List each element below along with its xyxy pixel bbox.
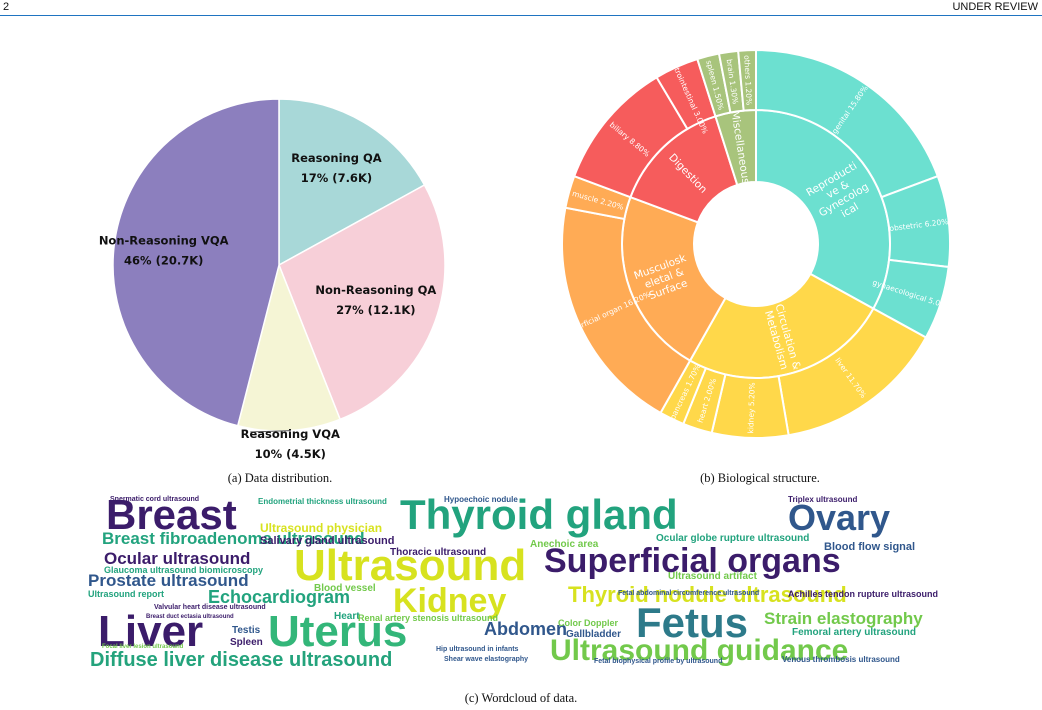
pie-value-reasoning-qa: 17% (7.6K) <box>301 171 372 185</box>
caption-a: (a) Data distribution. <box>227 471 333 485</box>
wordcloud-word: Fetal biophysical profile by ultrasound <box>594 658 723 665</box>
wordcloud-word: Blood vessel <box>314 583 376 594</box>
wordcloud-word: Superficial organs <box>544 542 841 580</box>
wordcloud-word: Thyroid gland <box>400 492 678 538</box>
pie-leader-line <box>250 430 290 433</box>
caption-c: (c) Wordcloud of data. <box>464 691 578 705</box>
wordcloud-word: Hip ultrasound in infants <box>436 646 519 653</box>
wordcloud-word: Ocular ultrasound <box>104 549 251 568</box>
wordcloud-word: Ovary <box>788 497 891 538</box>
wordcloud-word: Focal liver lesion ultrasound <box>102 644 184 650</box>
wordcloud-word: Hypoechoic nodule <box>444 495 518 504</box>
wordcloud-word: Diffuse liver disease ultrasound <box>90 649 393 670</box>
pie-value-non-reasoning-vqa: 46% (20.7K) <box>124 253 203 267</box>
wordcloud-word: Ultrasound physician <box>260 521 383 535</box>
sunburst-outer-others-1-20 <box>737 48 757 112</box>
wordcloud-word: Ultrasound <box>294 541 527 590</box>
wordcloud-word: Blood flow signal <box>824 541 916 553</box>
pie-label-reasoning-vqa: Reasoning VQA <box>241 427 340 441</box>
wordcloud-word: Prostate ultrasound <box>88 571 249 590</box>
running-title: UNDER REVIEW <box>952 1 1038 13</box>
sunburst-outer-label-kidney-5-20: kidney 5.20% <box>746 382 757 433</box>
wordcloud-word: Glaucoma ultrasound biomicroscopy <box>104 565 264 575</box>
wordcloud-word: Heart <box>334 611 360 622</box>
wordcloud-word: Salivary gland ultrasound <box>260 535 395 547</box>
wordcloud-word: Achilles tendon rupture ultrasound <box>788 589 939 599</box>
header-rule <box>0 15 1042 16</box>
pie-slice-non-reasoning-qa <box>278 184 446 421</box>
pie-slice-non-reasoning-vqa <box>112 98 280 427</box>
pie-label-non-reasoning-qa: Non-Reasoning QA <box>315 283 436 297</box>
pie-chart: Reasoning QA 17% (7.6K) Non-Reasoning QA 27… <box>99 98 446 461</box>
wordcloud-word: Valvular heart disease ultrasound <box>154 604 266 611</box>
wordcloud-word: Femoral artery ultrasound <box>792 627 916 638</box>
pie-label-non-reasoning-vqa: Non-Reasoning VQA <box>99 233 229 247</box>
wordcloud-word: Thyroid nodule ultrasound <box>568 582 847 607</box>
wordcloud-word: Abdomen <box>484 619 567 639</box>
wordcloud-word: Ultrasound guidance <box>550 634 849 667</box>
wordcloud-word: Thoracic ultrasound <box>390 547 487 558</box>
wordcloud-word: Breast <box>106 492 237 538</box>
wordcloud-word: Strain elastography <box>764 609 923 628</box>
wordcloud-word: Anechoic area <box>530 539 599 550</box>
wordcloud-word: Endometrial thickness ultrasound <box>258 497 387 506</box>
wordcloud-word: Liver <box>98 607 204 656</box>
wordcloud-word: Echocardiogram <box>208 587 351 607</box>
wordcloud-word: Color Doppler <box>558 618 618 628</box>
wordcloud-word: Breast duct ectasia ultrasound <box>146 614 234 620</box>
caption-b: (b) Biological structure. <box>700 471 820 485</box>
sunburst-chart: Reproductive &GynecologicalReproductive … <box>562 48 951 438</box>
page-number: 2 <box>3 1 10 13</box>
wordcloud-word: Kidney <box>393 582 507 620</box>
pie-slice-reasoning-qa <box>278 98 426 267</box>
wordcloud-word: Gallbladder <box>566 629 622 640</box>
pie-value-non-reasoning-qa: 27% (12.1K) <box>336 303 415 317</box>
wordcloud-word: Shear wave elastography <box>444 656 529 663</box>
wordcloud-word: Breast fibroadenoma ultrasound <box>102 529 365 548</box>
wordcloud-word: Uterus <box>268 607 408 656</box>
wordcloud-word: Triplex ultrasound <box>788 495 858 504</box>
wordcloud-word: Fetal abdominal circumference ultrasound <box>618 590 760 597</box>
sunburst-outer-label-others-1-20: others 1.20% <box>742 55 753 105</box>
wordcloud-word: Spermatic cord ultrasound <box>110 496 200 503</box>
wordcloud-word: Spleen <box>230 637 263 648</box>
wordcloud-word: Ultrasound report <box>88 589 165 599</box>
wordcloud-word: Ocular globe rupture ultrasound <box>656 533 810 544</box>
wordcloud-word: Fetus <box>636 599 749 646</box>
wordcloud-word: Renal artery stenosis ultrasound <box>358 613 499 623</box>
pie-label-reasoning-qa: Reasoning QA <box>291 151 381 165</box>
wordcloud-word: Ultrasound artifact <box>668 571 757 582</box>
wordcloud-word: Testis <box>232 625 261 636</box>
wordcloud-word: Venous thrombosis ultrasound <box>782 655 900 664</box>
pie-value-reasoning-vqa: 10% (4.5K) <box>255 447 326 461</box>
